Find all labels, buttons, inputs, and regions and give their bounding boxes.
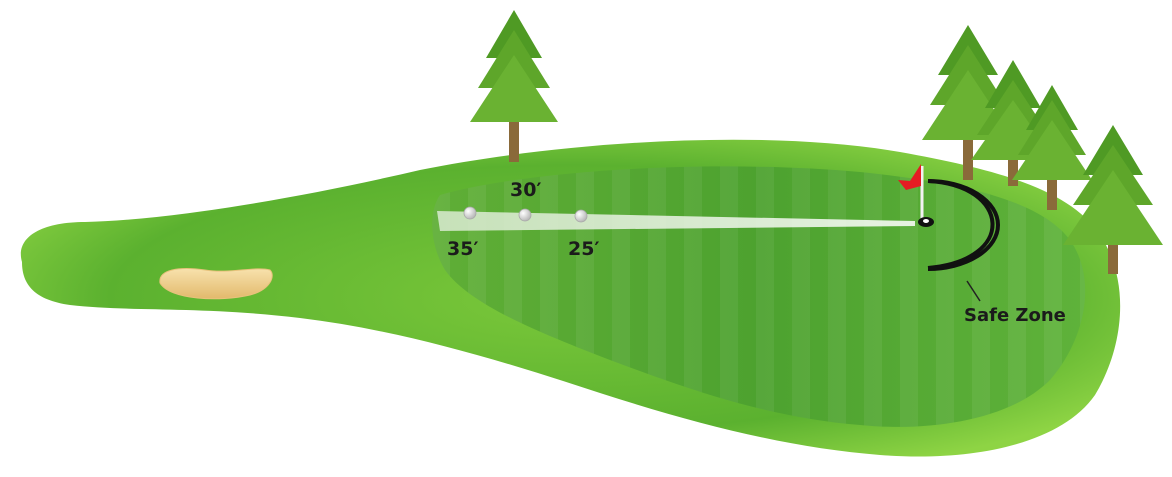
distance-label-35: 35′ [447, 238, 478, 260]
golf-ball-icon [574, 209, 588, 223]
cup-highlight [923, 219, 929, 223]
flag-icon [898, 164, 921, 190]
safe-zone-leader [966, 280, 981, 302]
mow-stripes [432, 166, 1086, 427]
pine-tree-icon [470, 10, 558, 162]
pine-tree-icon [1063, 125, 1163, 274]
golf-ball-icon [463, 206, 477, 220]
golf-ball-icon [518, 208, 532, 222]
distance-label-25: 25′ [568, 238, 599, 260]
safe-zone-label: Safe Zone [964, 305, 1066, 326]
distance-label-30: 30′ [510, 179, 541, 201]
safe-zone-boundary [927, 179, 995, 270]
sand-bunker-icon [159, 268, 273, 300]
putt-line [437, 211, 915, 231]
pine-tree-icon [1012, 85, 1092, 210]
